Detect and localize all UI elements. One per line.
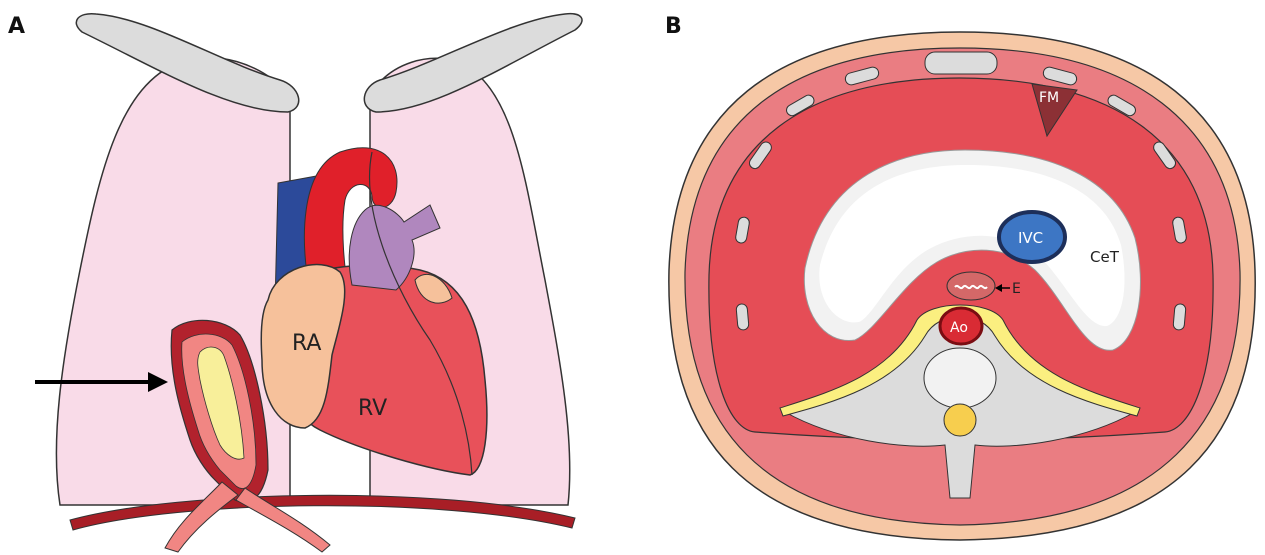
label-cet: CeT xyxy=(1090,248,1120,266)
rib xyxy=(1173,304,1186,331)
panel-a-thorax-diagram: A RA RV xyxy=(0,0,620,555)
label-rv: RV xyxy=(358,396,387,421)
panel-b-svg: FM IVC CeT E Ao xyxy=(655,0,1265,555)
spinal-cord xyxy=(944,404,976,436)
vertebral-body xyxy=(924,348,996,408)
panel-b-axial-section-diagram: B xyxy=(655,0,1265,555)
label-ao: Ao xyxy=(950,320,968,336)
rib xyxy=(736,304,749,331)
label-ivc: IVC xyxy=(1018,229,1043,247)
label-ra: RA xyxy=(292,331,321,356)
panel-a-svg: RA RV xyxy=(0,0,620,555)
sternum xyxy=(925,52,997,74)
label-e: E xyxy=(1012,281,1021,297)
label-fm: FM xyxy=(1039,90,1059,106)
